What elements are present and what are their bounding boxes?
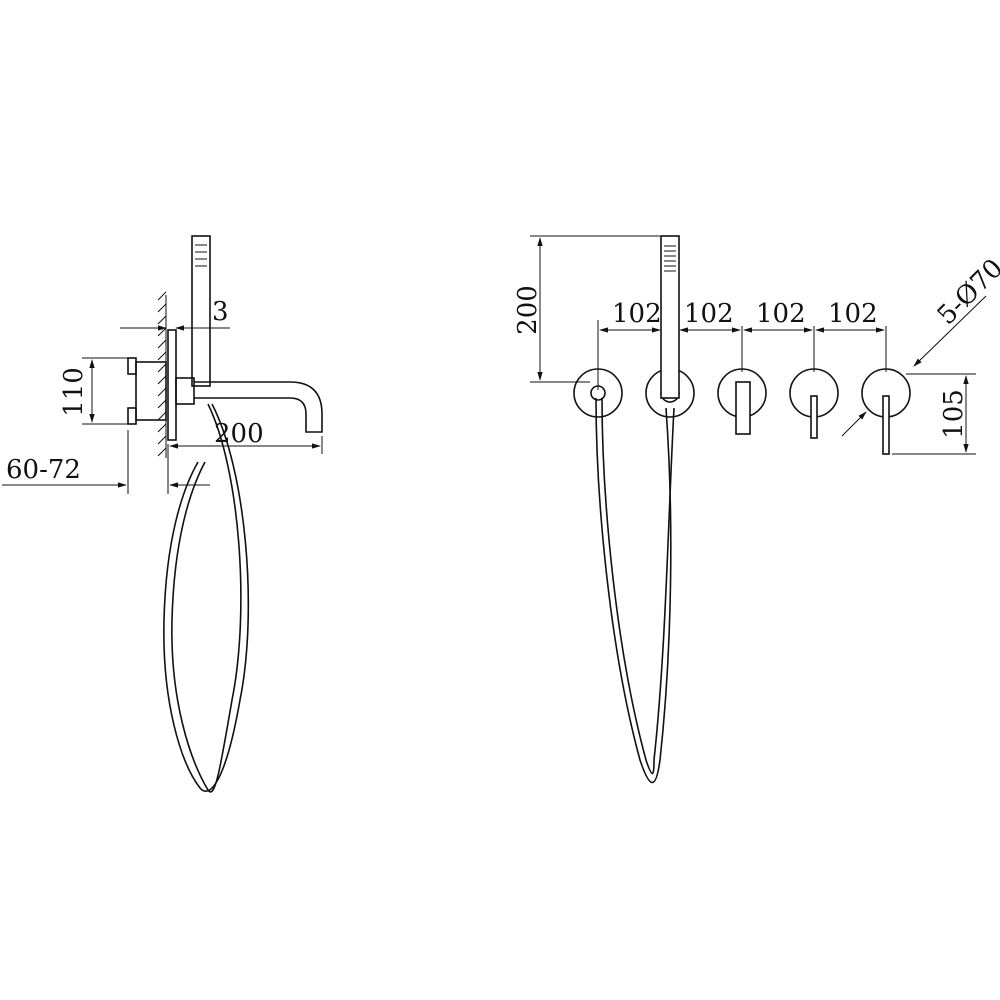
hand-shower-front [660, 235, 680, 399]
mixer-lever [810, 395, 818, 439]
dim-handshower-height: 200 [513, 235, 660, 383]
dim-plate-diameter-label: 5-Ø70 [932, 253, 1000, 331]
diverter-lever [882, 395, 890, 455]
valve-body [127, 357, 167, 425]
dim-height: 110 [59, 357, 132, 425]
dim-wall-gap: 3 [120, 297, 230, 331]
dim-depth-range-label: 60-72 [6, 455, 81, 485]
dim-spacing-3-label: 102 [756, 299, 806, 329]
shower-head-holes [664, 245, 676, 272]
dim-height-label: 110 [59, 367, 89, 417]
dim-spacing-2-label: 102 [684, 299, 734, 329]
dim-plate-diameter: 5-Ø70 [841, 253, 1000, 437]
shower-hose-front [595, 397, 672, 784]
dim-handshower-height-label: 200 [513, 285, 543, 335]
shower-hose [171, 403, 242, 793]
hand-shower [191, 235, 211, 387]
front-view: 200 102 102 102 102 5-Ø70 [513, 235, 1000, 784]
dim-spacing: 102 102 102 102 [597, 299, 887, 390]
dim-spout-length-label: 200 [214, 419, 264, 449]
wall-plate [167, 329, 177, 441]
spout [175, 377, 323, 433]
dim-spacing-4-label: 102 [828, 299, 878, 329]
dim-spacing-1-label: 102 [612, 299, 662, 329]
dim-handle-height-label: 105 [939, 389, 969, 439]
dim-spout-length: 200 [169, 419, 323, 454]
dim-wall-gap-label: 3 [212, 297, 229, 327]
side-view: 3 110 200 60-72 [2, 235, 323, 793]
dim-depth-range: 60-72 [2, 430, 210, 494]
dim-handle-height: 105 [892, 373, 976, 455]
spout-front [735, 381, 751, 435]
wall-hatch [157, 291, 167, 458]
